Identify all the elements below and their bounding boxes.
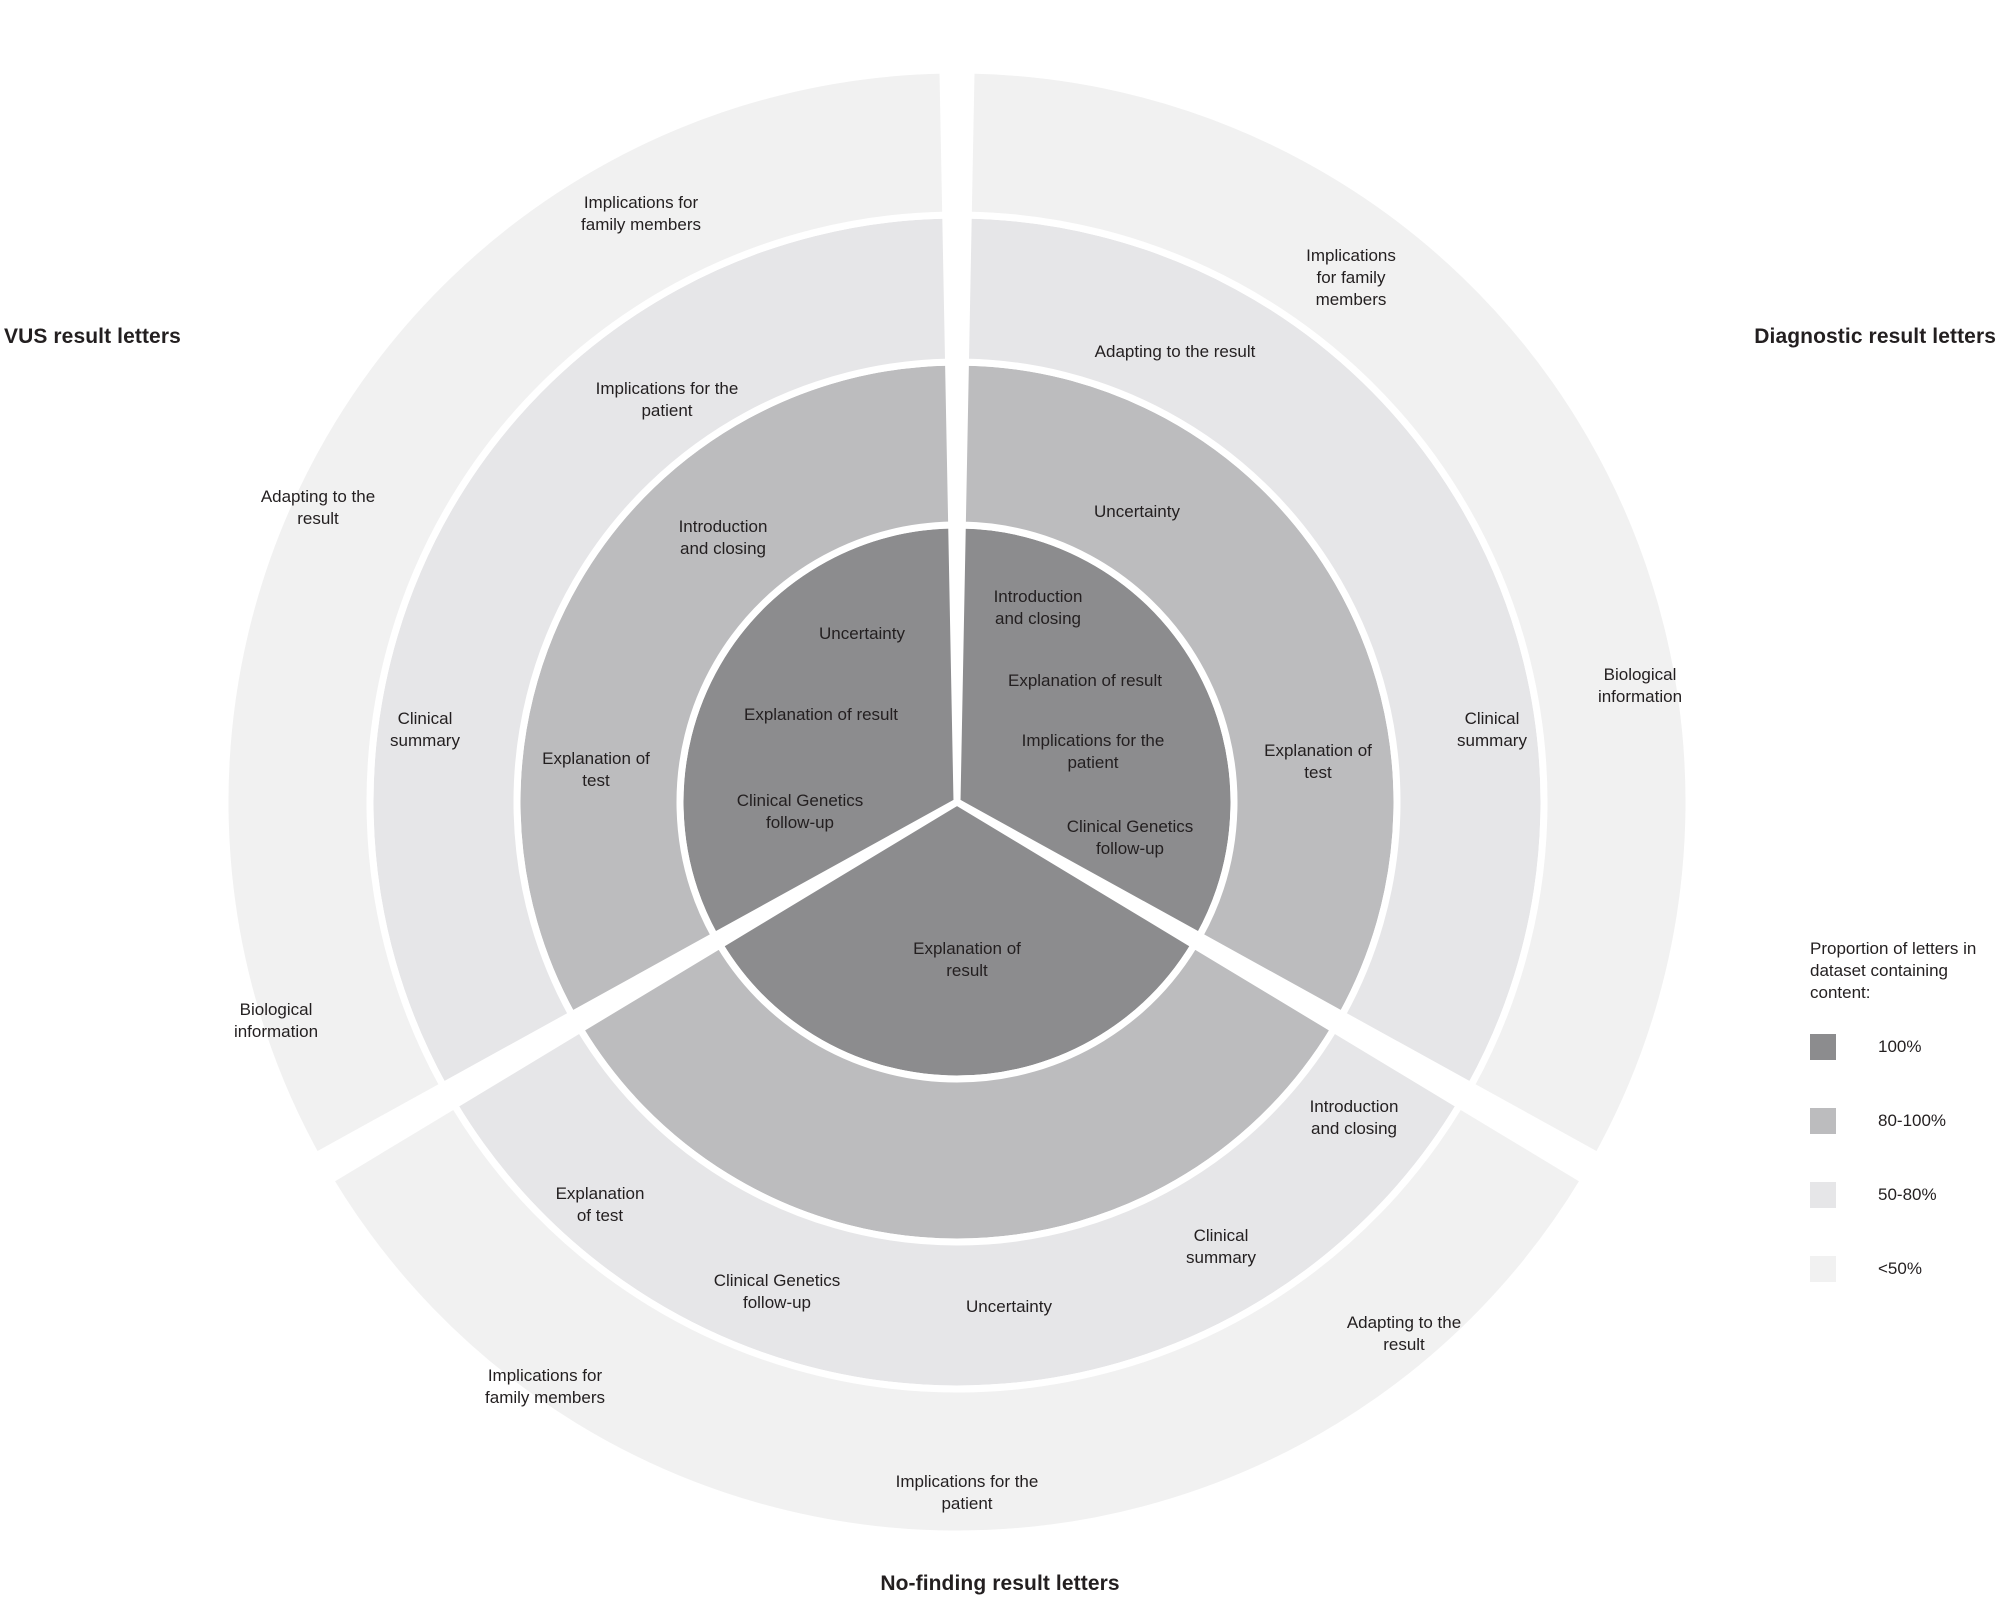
sector-title-no-finding: No-finding result letters <box>880 1572 1120 1595</box>
sector-vus <box>326 798 1588 1538</box>
legend-label-3: <50% <box>1878 1259 1922 1278</box>
legend-label-1: 80-100% <box>1878 1111 1947 1130</box>
legend-swatch-1 <box>1810 1108 1836 1134</box>
legend-item-2: 50-80% <box>1810 1182 1990 1208</box>
segment-no-finding-ring4 <box>221 66 950 1160</box>
legend-swatch-2 <box>1810 1182 1836 1208</box>
legend-label-0: 100% <box>1878 1037 1922 1056</box>
legend-items: 100% 80-100% 50-80% <50% <box>1810 1034 1990 1282</box>
legend-swatch-0 <box>1810 1034 1836 1060</box>
segment-diagnostic-ring4 <box>964 66 1693 1160</box>
segment-vus-ring4 <box>326 1101 1588 1538</box>
legend-label-2: 50-80% <box>1878 1185 1937 1204</box>
legend: Proportion of letters in dataset contain… <box>1810 938 1990 1330</box>
legend-item-3: <50% <box>1810 1256 1990 1282</box>
legend-item-1: 80-100% <box>1810 1108 1990 1134</box>
sector-diagnostic <box>953 66 1693 1160</box>
legend-swatch-3 <box>1810 1256 1836 1282</box>
sector-no-finding <box>221 66 961 1160</box>
sector-title-vus: VUS result letters <box>4 325 181 348</box>
sector-title-diagnostic: Diagnostic result letters <box>1754 325 1996 348</box>
legend-title: Proportion of letters in dataset contain… <box>1810 939 1977 1002</box>
legend-item-0: 100% <box>1810 1034 1990 1060</box>
